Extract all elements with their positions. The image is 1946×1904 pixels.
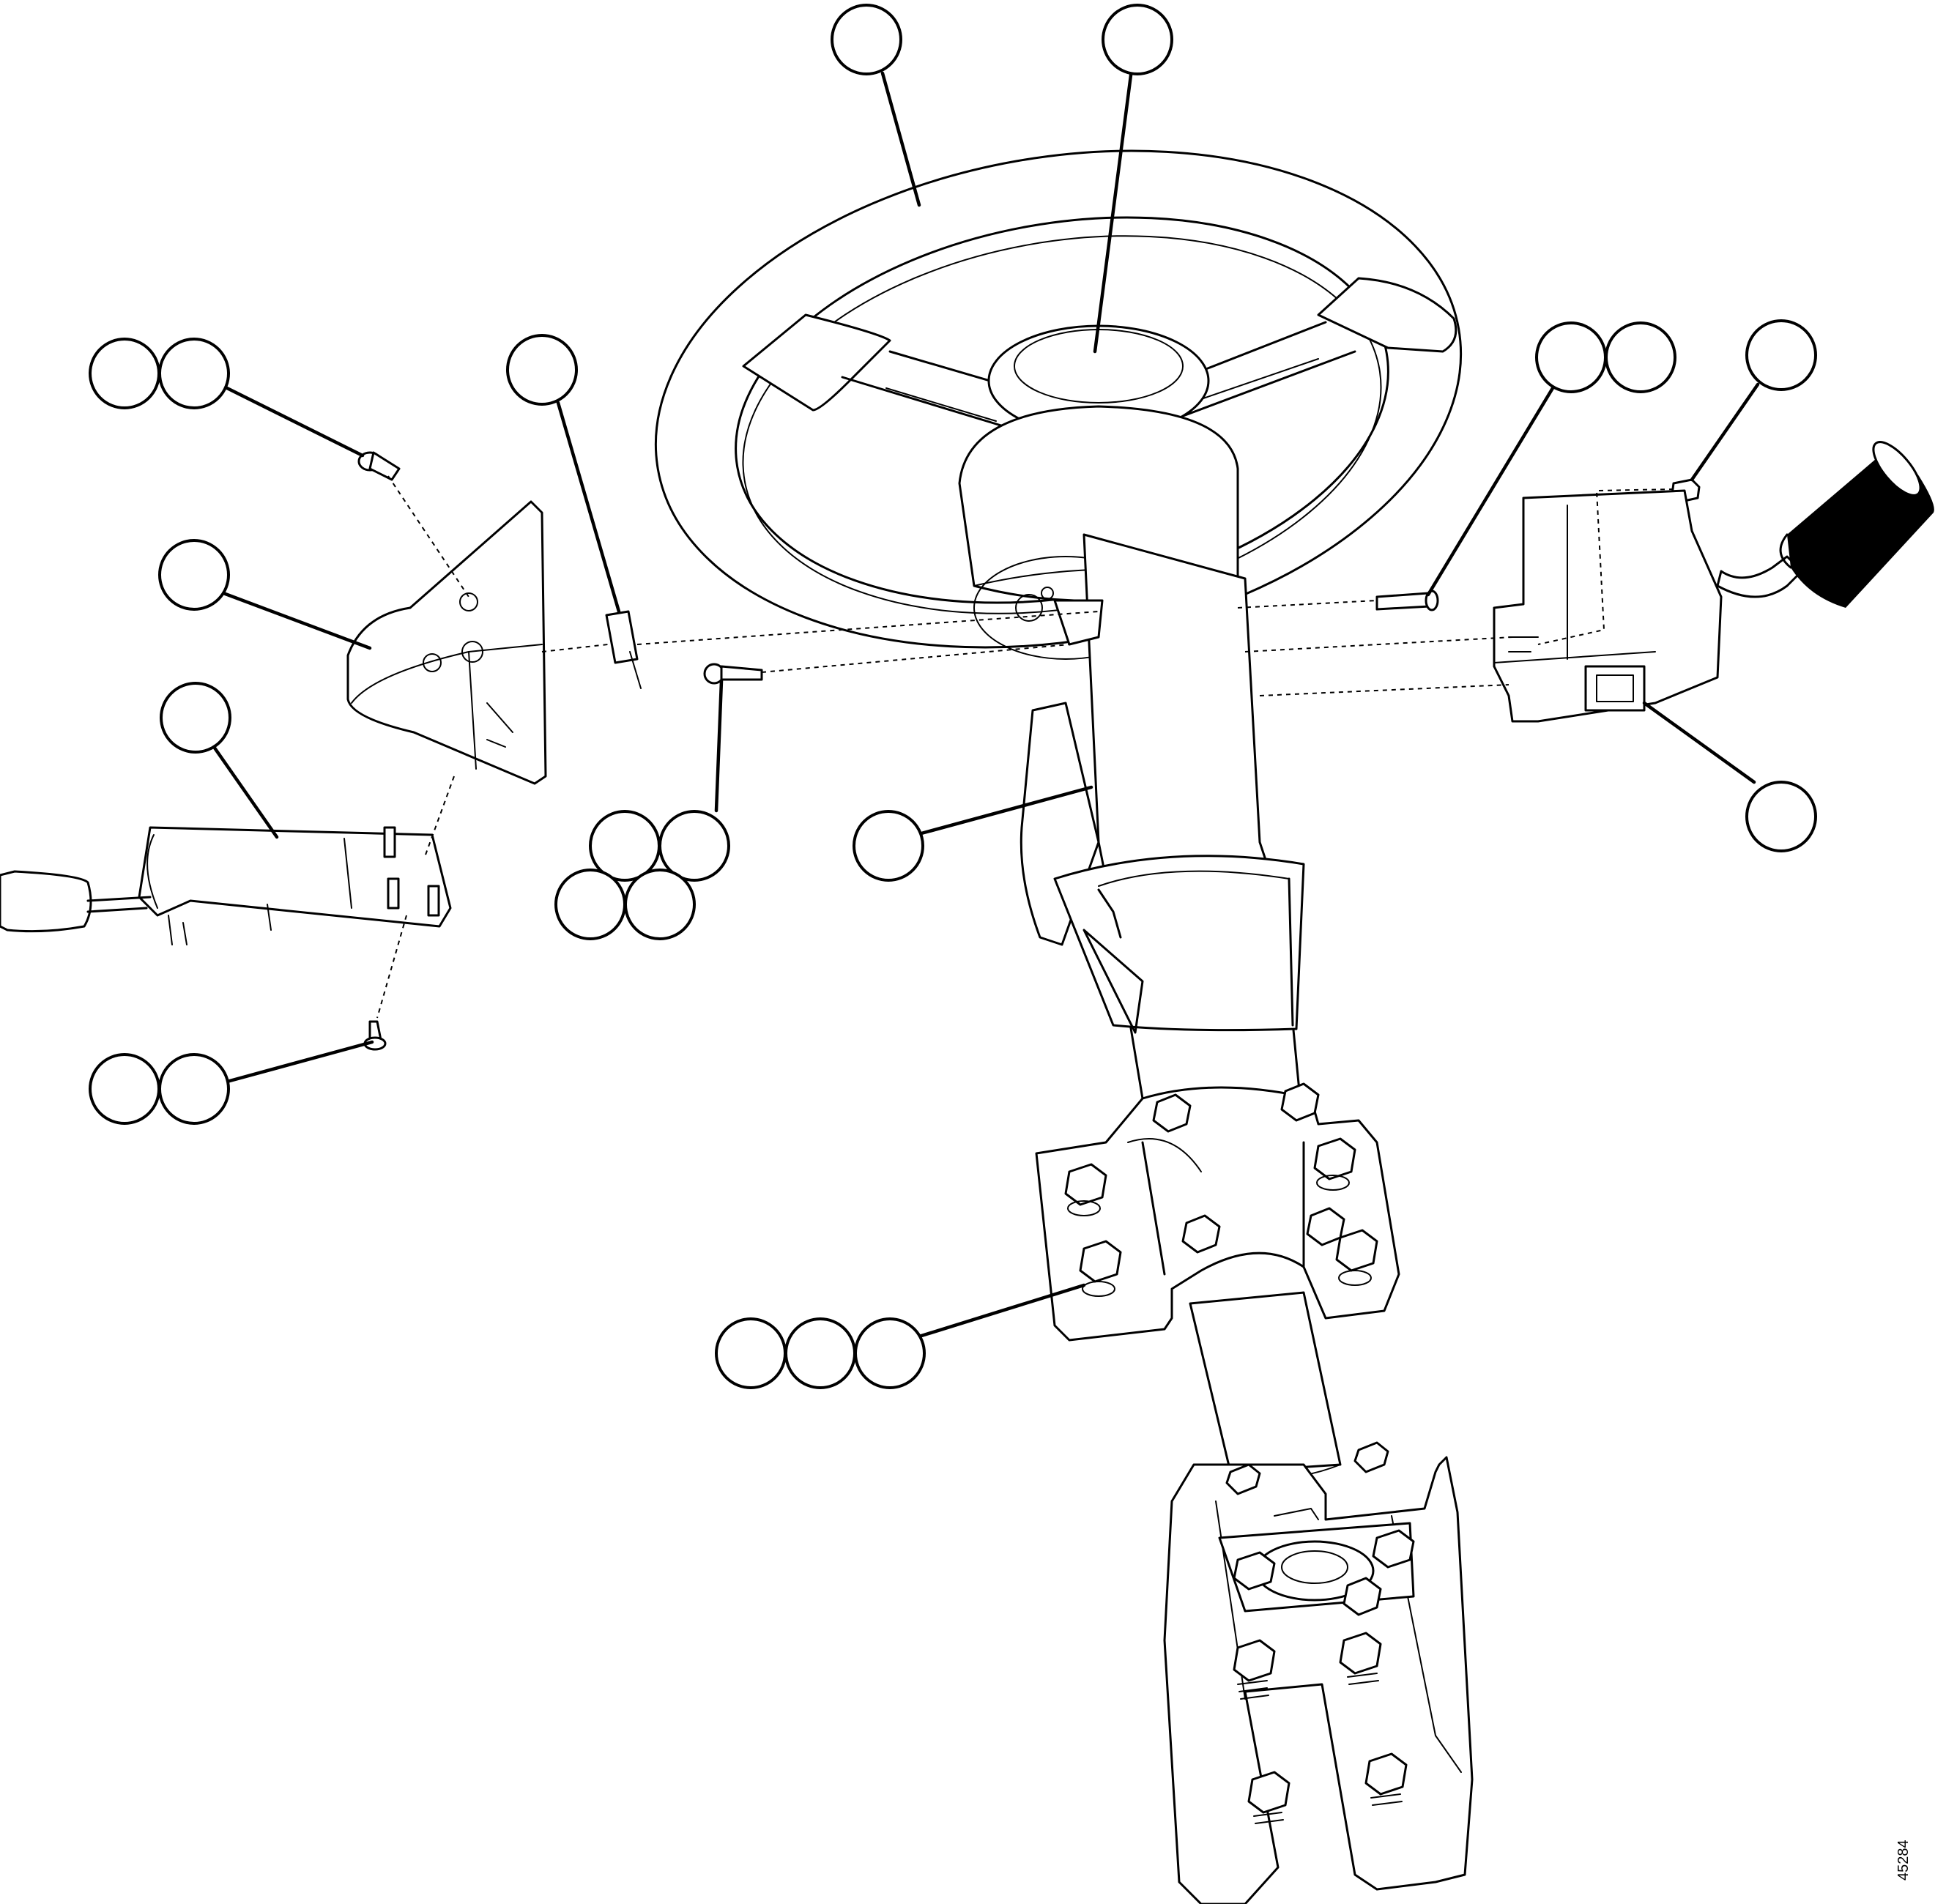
bracket-bolt (1335, 1229, 1378, 1286)
plate-bolt (1233, 1639, 1276, 1700)
bracket-bolt (1079, 1240, 1122, 1297)
callout-bubble (854, 1317, 926, 1389)
lower-shaft (1189, 1291, 1342, 1479)
callout-bubble (784, 1317, 856, 1389)
callout-bubble (158, 1053, 230, 1125)
right-switch (1493, 441, 1934, 723)
leader-right-nut (1690, 382, 1760, 482)
bracket-nut (1152, 1093, 1192, 1133)
leader-left-cover (221, 591, 372, 650)
left-upper-screw (357, 451, 401, 481)
plate-bolt (1364, 1752, 1408, 1806)
bracket-bolt (1313, 1137, 1356, 1191)
leader-right-switch (1642, 701, 1756, 784)
leader-column (919, 785, 1093, 836)
bracket-nut (1306, 1207, 1345, 1246)
callout-bubbles (89, 4, 1817, 1389)
callout-bubble (831, 4, 902, 75)
left-cover (346, 500, 547, 785)
leader-clip (556, 401, 621, 614)
bracket-bolt (1064, 1163, 1107, 1216)
callout-bubble (554, 869, 626, 940)
leader-left-lever (210, 743, 279, 839)
callout-bubble (1745, 781, 1817, 852)
clip (605, 610, 642, 689)
callout-bubble (624, 869, 696, 940)
callout-bubble (1535, 321, 1607, 393)
plate-bolt (1339, 1632, 1382, 1685)
bracket-bolts (1064, 1082, 1378, 1297)
callout-bubble (1102, 4, 1173, 75)
wheel-hub (958, 324, 1239, 660)
assembly-lines (376, 475, 1674, 1019)
callout-bubble (1605, 321, 1676, 393)
leader-hub (1093, 67, 1134, 354)
callout-bubble (1745, 319, 1817, 391)
lower-plate-bolts (1225, 1441, 1415, 1824)
plate-bolt (1233, 1551, 1276, 1591)
plate-bolt (1225, 1463, 1261, 1495)
callout-bubble (160, 682, 231, 754)
steering-column (1020, 533, 1305, 1107)
column-bracket (1035, 1086, 1400, 1342)
plate-bolt (1353, 1441, 1389, 1473)
leader-column-bolts (917, 1283, 1086, 1339)
callout-bubble (589, 810, 661, 882)
bracket-nut (1280, 1082, 1320, 1122)
callout-bubble (715, 1317, 787, 1389)
callout-bubble (506, 334, 578, 406)
leader-mounting-screw (714, 679, 724, 813)
callout-bubble (658, 810, 730, 882)
callout-bubble (89, 1053, 160, 1125)
callout-bubble (158, 539, 230, 611)
mounting-screw (703, 663, 763, 685)
callout-bubble (158, 338, 230, 409)
lower-mount-plate (1163, 1456, 1474, 1904)
bracket-nut (1181, 1214, 1221, 1254)
leader-wheel (880, 71, 921, 207)
leader-left-screw (225, 386, 365, 458)
callout-bubble (89, 338, 160, 409)
drawing-number: 45284 (1895, 1840, 1912, 1881)
plate-bolt (1342, 1577, 1382, 1616)
leader-right-screw (1426, 386, 1555, 597)
leader-lines (210, 67, 1760, 1339)
plate-bolt (1247, 1771, 1290, 1824)
plate-bolt (1372, 1529, 1415, 1569)
callout-bubble (853, 810, 924, 882)
left-lower-screw (363, 1020, 387, 1051)
steering-wheel (654, 149, 1463, 649)
leader-lower-left-screw (225, 1040, 374, 1084)
left-lever (0, 826, 452, 945)
